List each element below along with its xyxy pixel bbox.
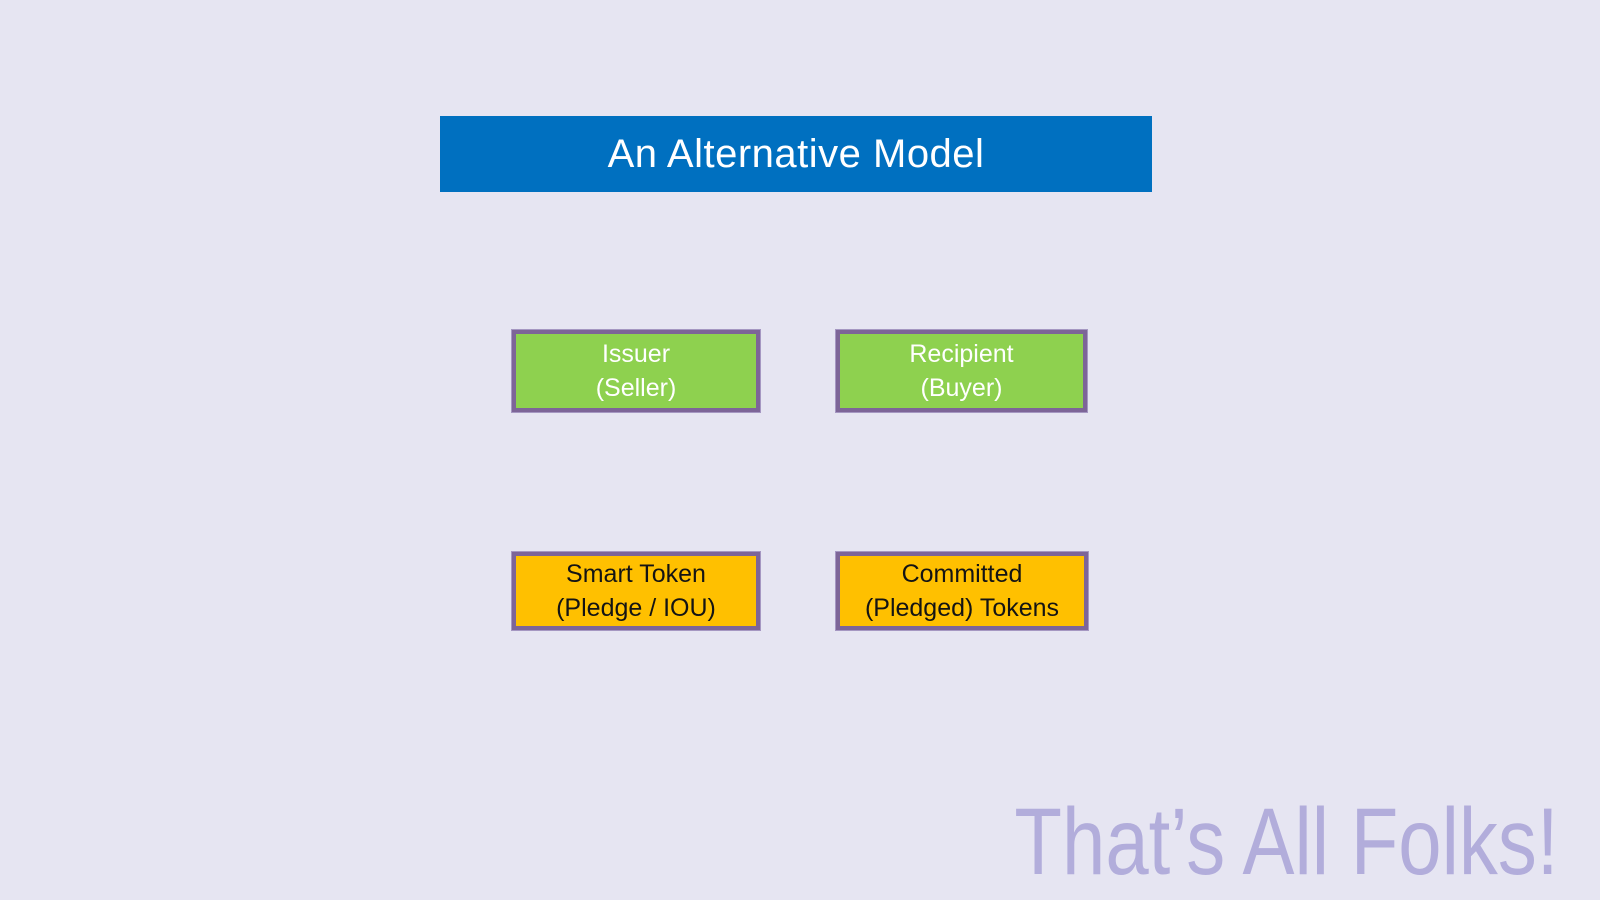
box-recipient-line1: Recipient	[909, 340, 1014, 368]
title-banner: An Alternative Model	[440, 116, 1152, 192]
box-committed-tokens-line2: (Pledged) Tokens	[864, 594, 1060, 622]
box-committed-tokens: Committed (Pledged) Tokens	[835, 551, 1089, 631]
box-issuer-line2: (Seller)	[595, 374, 677, 402]
box-issuer-seller: Issuer (Seller)	[511, 329, 761, 413]
box-recipient-buyer: Recipient (Buyer)	[835, 329, 1088, 413]
watermark-text: That’s All Folks!	[1013, 789, 1558, 895]
box-issuer-line1: Issuer	[601, 340, 671, 368]
box-smart-token-line1: Smart Token	[566, 560, 706, 588]
box-smart-token: Smart Token (Pledge / IOU)	[511, 551, 761, 631]
box-smart-token-line2: (Pledge / IOU)	[556, 594, 716, 622]
slide-title: An Alternative Model	[607, 131, 985, 176]
box-recipient-line2: (Buyer)	[920, 374, 1003, 402]
box-committed-tokens-line1: Committed	[901, 560, 1023, 588]
